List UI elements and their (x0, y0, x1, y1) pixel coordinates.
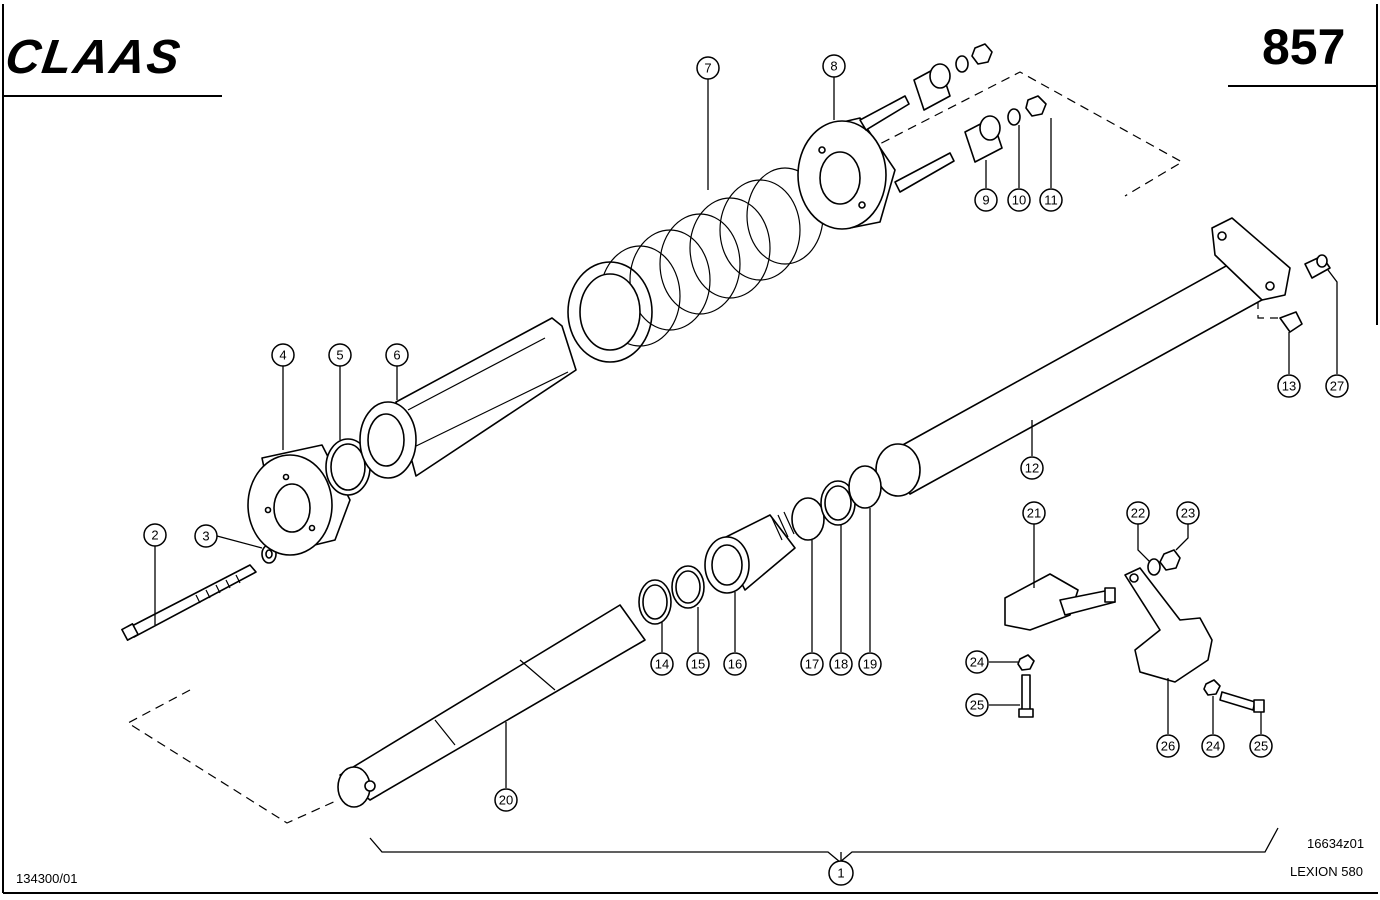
callout-11: 11 (1039, 188, 1063, 212)
callout-13: 13 (1277, 374, 1301, 398)
part-lever-26 (1124, 567, 1213, 683)
part-nut-11 (971, 43, 1047, 117)
svg-text:10: 10 (1012, 193, 1026, 208)
part-bolt-25a (1018, 674, 1034, 718)
callout-15: 15 (686, 652, 710, 676)
callout-23: 23 (1176, 501, 1200, 525)
svg-text:9: 9 (982, 193, 989, 208)
svg-text:4: 4 (279, 348, 286, 363)
part-spring-7 (567, 167, 824, 363)
callout-24a: 24 (965, 650, 989, 674)
callout-5: 5 (328, 343, 352, 367)
drawing-ref: 16634z01 (1307, 836, 1364, 851)
part-plug-27 (1304, 254, 1331, 279)
svg-text:14: 14 (655, 657, 669, 672)
callout-2: 2 (143, 523, 167, 547)
svg-text:26: 26 (1161, 739, 1175, 754)
part-nut-23 (1159, 549, 1181, 571)
model-name: LEXION 580 (1290, 864, 1363, 879)
callout-16: 16 (723, 652, 747, 676)
svg-text:1: 1 (837, 866, 844, 881)
part-washer-3 (261, 544, 277, 564)
svg-text:20: 20 (499, 793, 513, 808)
part-flange-4 (247, 444, 351, 556)
svg-text:11: 11 (1044, 193, 1058, 208)
callout-18: 18 (829, 652, 853, 676)
part-ring-17 (791, 497, 825, 541)
part-bolt-2 (121, 564, 257, 641)
svg-text:8: 8 (830, 59, 837, 74)
svg-text:24: 24 (970, 655, 984, 670)
part-ring-18 (820, 480, 856, 526)
svg-text:16: 16 (728, 657, 742, 672)
callout-8: 8 (822, 54, 846, 78)
svg-text:7: 7 (704, 61, 711, 76)
page-number: 857 (1262, 19, 1345, 75)
part-sleeve-6 (359, 317, 577, 479)
svg-text:21: 21 (1027, 506, 1041, 521)
part-spacer-9 (913, 63, 1003, 163)
svg-text:23: 23 (1181, 506, 1195, 521)
callout-25b: 25 (1249, 734, 1273, 758)
part-ring-14 (638, 579, 672, 625)
callout-9: 9 (974, 188, 998, 212)
part-ring-19 (848, 465, 882, 509)
svg-text:25: 25 (970, 698, 984, 713)
callout-27: 27 (1325, 374, 1349, 398)
dashed-axis-upper (867, 71, 1184, 197)
leader-lines (154, 77, 1338, 862)
part-fitting-13 (1279, 311, 1303, 333)
dashed-axis-13 (1257, 300, 1278, 319)
callout-21: 21 (1022, 501, 1046, 525)
callout-10: 10 (1007, 188, 1031, 212)
svg-text:19: 19 (863, 657, 877, 672)
part-bracket-21 (1004, 573, 1116, 631)
page-frame (2, 4, 1378, 894)
part-bushing-16 (704, 511, 796, 594)
svg-text:24: 24 (1206, 739, 1220, 754)
part-rod-20 (337, 604, 646, 808)
callout-14: 14 (650, 652, 674, 676)
callout-22: 22 (1126, 501, 1150, 525)
callout-26: 26 (1156, 734, 1180, 758)
callout-3: 3 (194, 524, 218, 548)
svg-text:22: 22 (1131, 506, 1145, 521)
svg-text:15: 15 (691, 657, 705, 672)
callout-6: 6 (385, 343, 409, 367)
svg-text:3: 3 (202, 529, 209, 544)
svg-text:18: 18 (834, 657, 848, 672)
callout-4: 4 (271, 343, 295, 367)
svg-text:25: 25 (1254, 739, 1268, 754)
callout-20: 20 (494, 788, 518, 812)
doc-number: 134300/01 (16, 871, 77, 886)
callout-25a: 25 (965, 693, 989, 717)
part-ring-5 (325, 438, 371, 496)
claas-logo: CLAAS (2, 30, 185, 84)
part-washer-22 (1147, 558, 1161, 576)
part-ring-15 (671, 565, 705, 609)
svg-text:27: 27 (1330, 379, 1344, 394)
svg-text:2: 2 (151, 528, 158, 543)
callout-24b: 24 (1201, 734, 1225, 758)
part-washer-10 (955, 55, 1021, 126)
callout-7: 7 (696, 56, 720, 80)
assembly-bracket (369, 827, 1279, 863)
callout-12: 12 (1020, 456, 1044, 480)
svg-text:17: 17 (805, 657, 819, 672)
part-nut-24b (1203, 679, 1221, 696)
part-bolt-25b (1219, 691, 1265, 713)
dashed-axis-lower (126, 689, 339, 824)
part-tube-12 (875, 217, 1291, 497)
part-nut-24a (1017, 654, 1035, 671)
svg-text:13: 13 (1282, 379, 1296, 394)
callout-1: 1 (828, 860, 854, 886)
svg-text:6: 6 (393, 348, 400, 363)
callout-17: 17 (800, 652, 824, 676)
callout-19: 19 (858, 652, 882, 676)
svg-text:12: 12 (1025, 461, 1039, 476)
svg-text:5: 5 (336, 348, 343, 363)
part-endplate-8 (797, 95, 955, 230)
